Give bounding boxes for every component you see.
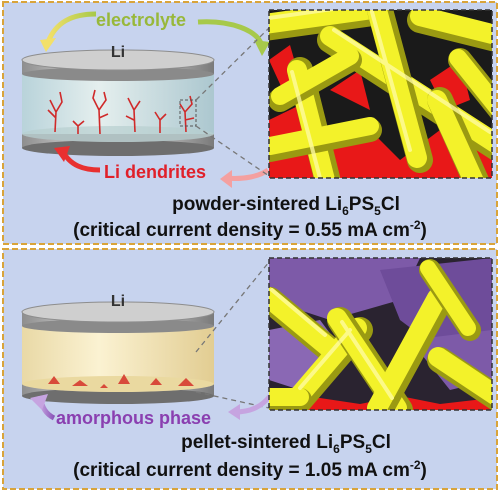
zoom-marker — [179, 99, 197, 127]
yellow-rods — [269, 10, 492, 178]
bottom-battery-cell: Li — [21, 293, 215, 404]
electrolyte-layer — [22, 74, 214, 134]
top-ccd-text: (critical current density = 0.55 mA cm-2… — [73, 218, 427, 241]
zoom-line-bottom — [195, 391, 270, 409]
dendrites-label: Li dendrites — [104, 162, 206, 182]
top-caption: powder-sintered Li6PS5Cl — [172, 194, 400, 218]
top-panel: Li electrolyte Li dendrites — [2, 1, 498, 245]
bottom-panel: Li amorphous phase — [2, 248, 498, 490]
bottom-caption: pellet-sintered Li6PS5Cl — [181, 432, 391, 456]
pellet-microstructure-inset — [268, 257, 493, 411]
amorphous-deposits — [48, 374, 194, 388]
li-label-bottom: Li — [111, 293, 125, 310]
zoom-line-bottom — [195, 125, 270, 177]
zoom-line-top — [195, 27, 270, 101]
electrolyte-label: electrolyte — [96, 10, 186, 30]
electrolyte-arrow — [45, 11, 97, 44]
bottom-ccd-text: (critical current density = 1.05 mA cm-2… — [73, 458, 427, 481]
zoom-line-top — [195, 261, 270, 353]
li-label-top: Li — [111, 44, 125, 61]
pellet-electrolyte-layer — [22, 326, 214, 384]
top-battery-cell: Li — [21, 44, 215, 156]
amorphous-label: amorphous phase — [56, 408, 211, 428]
dendrites — [47, 89, 195, 135]
powder-microstructure-inset — [268, 9, 493, 179]
